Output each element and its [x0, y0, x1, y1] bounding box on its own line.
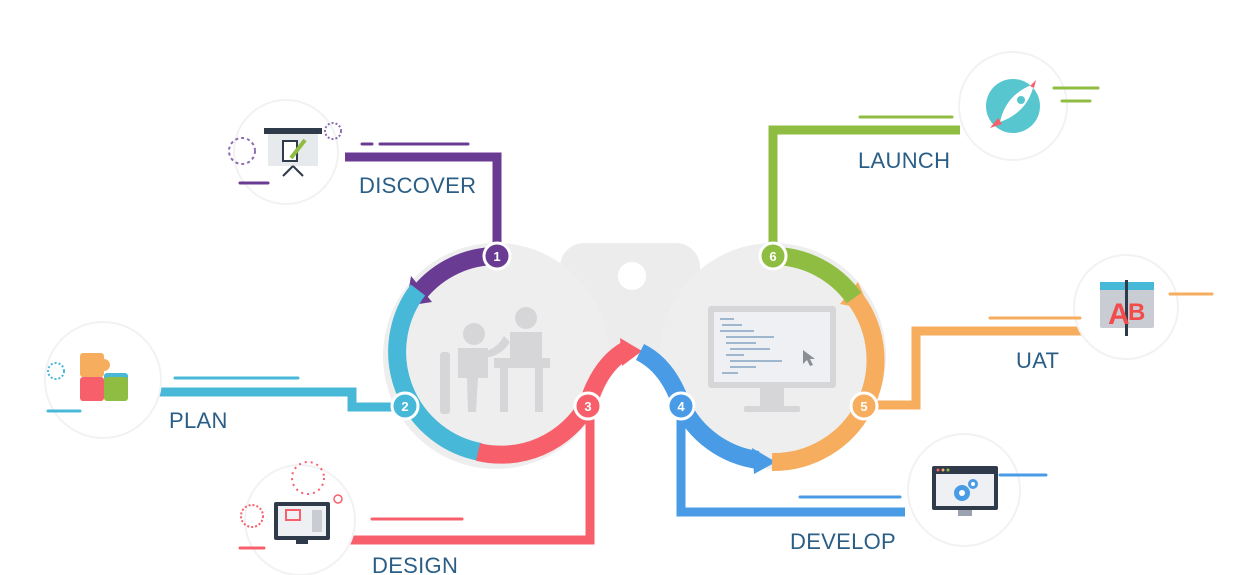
- design-arc: [475, 342, 631, 464]
- badge-number: 5: [860, 399, 867, 414]
- design-monitor-icon: [240, 461, 343, 544]
- badge-circle: [849, 391, 879, 421]
- stage-label-develop: DEVELOP: [790, 529, 896, 554]
- stage-label-launch: LAUNCH: [858, 148, 950, 173]
- rocket-icon: [986, 79, 1040, 133]
- plan-connector: [152, 387, 402, 412]
- decorative-dashes: [46, 86, 1214, 550]
- svg-text:A: A: [1108, 298, 1130, 331]
- badge-circle: [573, 391, 603, 421]
- badge-launch: 6: [758, 241, 788, 271]
- badge-circle: [666, 391, 696, 421]
- develop-connector: [676, 405, 905, 517]
- puzzle-icon: [47, 353, 128, 401]
- develop-arrowhead: [752, 448, 776, 474]
- badge-number: 1: [493, 249, 500, 264]
- stage-labels: DISCOVER PLAN DESIGN DEVELOP UAT LAUNCH: [169, 148, 1059, 575]
- presentation-board-icon: [228, 122, 342, 177]
- badge-discover: 1: [482, 241, 512, 271]
- stage-label-uat: UAT: [1016, 348, 1059, 373]
- connector-lines: [152, 125, 1094, 545]
- stage-label-discover: DISCOVER: [359, 173, 476, 198]
- code-monitor-icon: [708, 306, 836, 412]
- badge-circle: [482, 241, 512, 271]
- meeting-people-icon: [440, 307, 550, 414]
- badge-number: 6: [769, 249, 776, 264]
- uat-connector: [864, 326, 1094, 410]
- discover-connector: [345, 152, 502, 250]
- browser-gears-icon: [932, 466, 998, 516]
- hub-bridge-hole: [618, 262, 646, 290]
- stage-label-plan: PLAN: [169, 408, 228, 433]
- badge-number: 3: [584, 399, 591, 414]
- design-connector: [347, 410, 595, 545]
- design-arrowhead: [620, 338, 642, 366]
- badge-number: 2: [401, 399, 408, 414]
- svg-text:B: B: [1128, 299, 1145, 326]
- number-badges: 1 2 3 4 5 6: [390, 241, 879, 421]
- ab-test-icon: A B: [1100, 280, 1154, 336]
- badge-plan: 2: [390, 391, 420, 421]
- badge-uat: 5: [849, 391, 879, 421]
- badge-circle: [390, 391, 420, 421]
- plan-arc: [388, 284, 482, 461]
- badge-number: 4: [677, 399, 685, 414]
- badge-circle: [758, 241, 788, 271]
- badge-develop: 4: [666, 391, 696, 421]
- stage-label-design: DESIGN: [372, 553, 458, 575]
- left-hub-circle: [383, 243, 609, 469]
- launch-connector: [768, 125, 960, 252]
- badge-design: 3: [573, 391, 603, 421]
